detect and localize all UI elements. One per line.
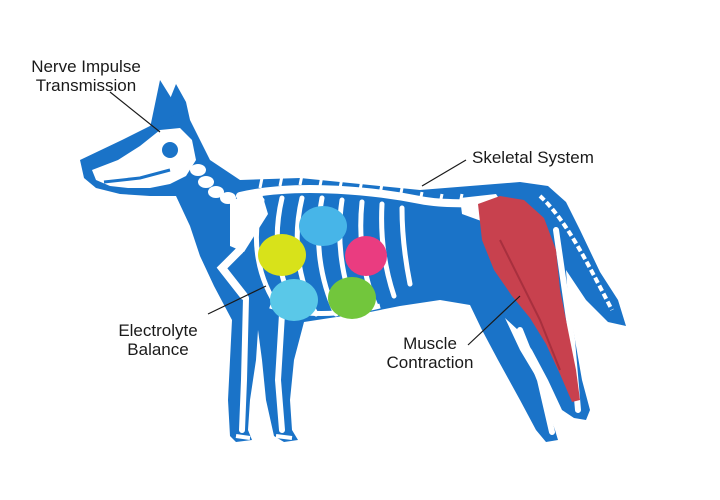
organ-pink: [345, 236, 387, 276]
nerve-leader-line: [109, 91, 161, 133]
electrolyte-leader-line: [207, 285, 267, 315]
front-leg-bone-2: [274, 311, 285, 433]
eye-socket: [162, 142, 178, 158]
organ-light-blue: [270, 279, 318, 321]
nerve-impulse-line-2: Transmission: [35, 76, 137, 95]
scapula-bone: [230, 194, 268, 252]
front-paw-1: [235, 434, 251, 440]
muscle-leader-line: [467, 295, 521, 346]
electrolyte-balance-label: Electrolyte Balance: [108, 321, 208, 359]
tail-vertebrae: [538, 194, 614, 311]
front-leg-bone-1: [239, 295, 249, 433]
organ-sky-blue: [299, 206, 347, 246]
organ-lime: [258, 234, 306, 276]
muscle-contraction-label: Muscle Contraction: [372, 334, 488, 372]
skeletal-leader-line: [421, 159, 467, 187]
nerve-impulse-line-1: Nerve Impulse: [31, 57, 141, 76]
electrolyte-line-1: Electrolyte: [118, 321, 198, 340]
skeletal-system-label: Skeletal System: [472, 148, 594, 167]
front-paw-2: [275, 434, 293, 440]
hind-leg-bone-2: [517, 327, 555, 435]
organ-green: [328, 277, 376, 319]
electrolyte-line-2: Balance: [127, 340, 189, 359]
jaw-bone: [103, 168, 171, 184]
nerve-impulse-label: Nerve Impulse Transmission: [16, 57, 156, 95]
muscle-line-2: Contraction: [386, 353, 474, 372]
dog-ear: [150, 80, 180, 128]
humerus-bone: [216, 246, 248, 300]
spine-processes: [258, 174, 464, 205]
muscle-line-1: Muscle: [403, 334, 457, 353]
thigh-muscle-detail: [499, 239, 561, 371]
